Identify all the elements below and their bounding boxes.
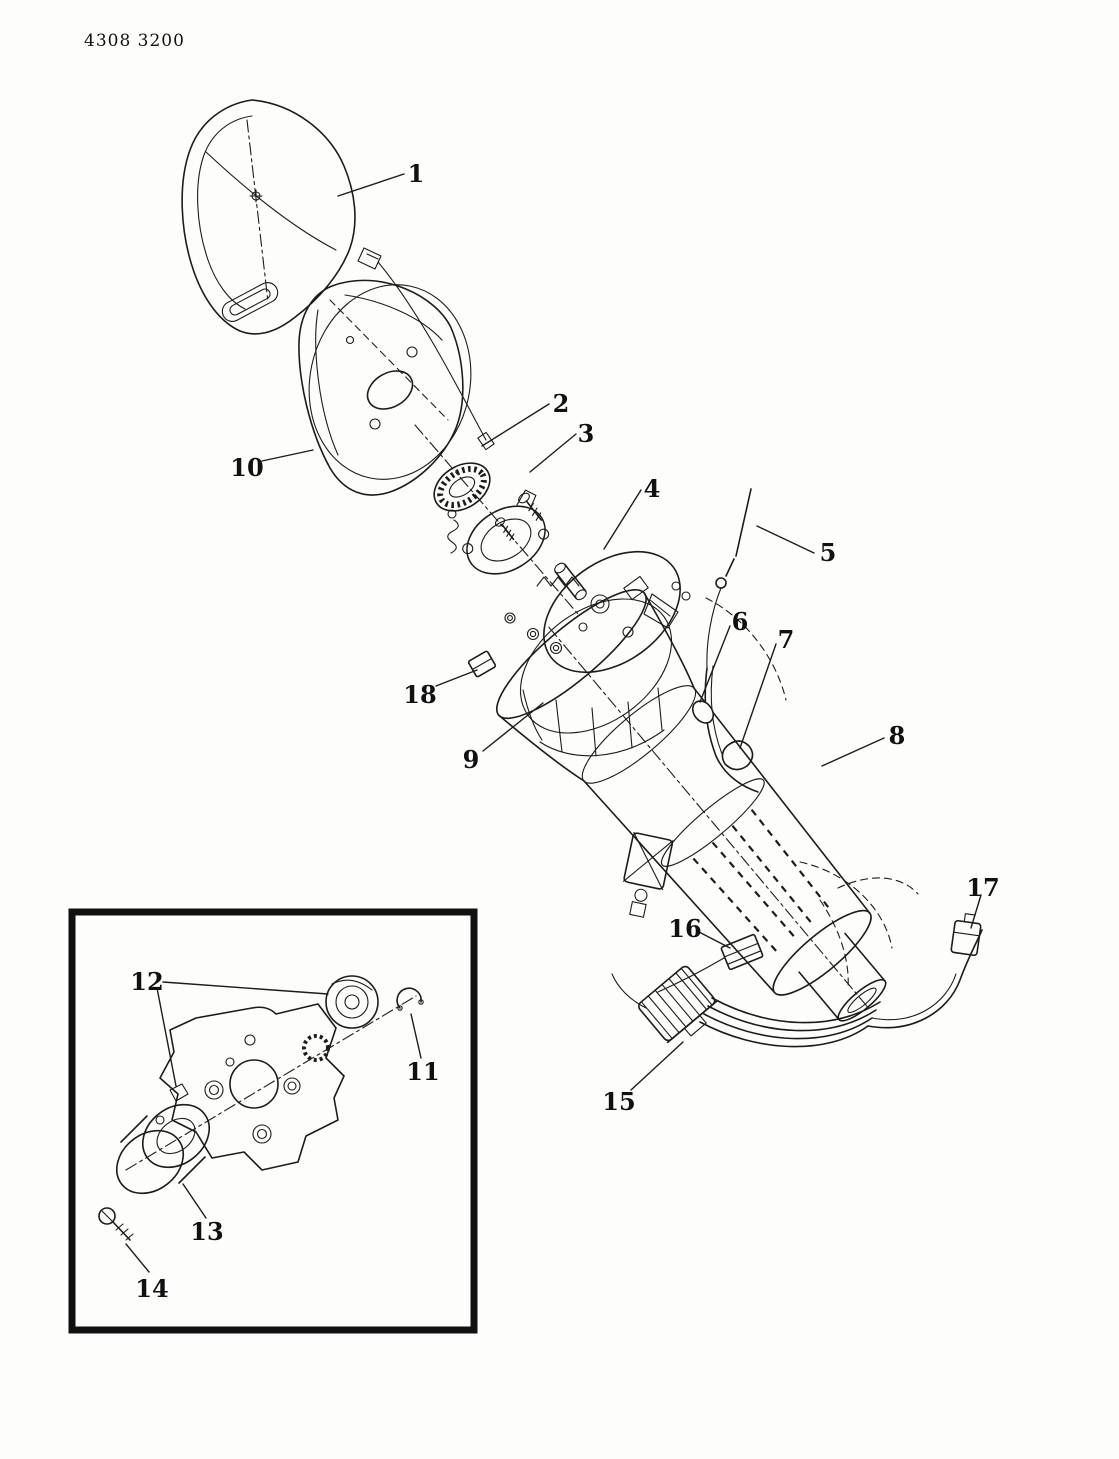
callout-11: 11	[406, 1057, 439, 1086]
part-mounting-plate	[462, 489, 550, 575]
part-snap-ring	[396, 987, 424, 1011]
callout-8: 8	[889, 721, 906, 750]
part-lever	[706, 488, 752, 669]
phantom-lines	[705, 597, 919, 991]
part-spring-washer	[325, 975, 379, 1029]
callout-5: 5	[820, 538, 837, 567]
callout-9: 9	[463, 745, 480, 774]
part-column-jacket	[495, 589, 887, 1022]
centerline	[414, 424, 579, 615]
part-bearing-sleeve	[116, 1103, 210, 1195]
callout-18: 18	[403, 680, 436, 709]
callout-14: 14	[135, 1274, 168, 1303]
callout-16: 16	[668, 914, 701, 943]
callout-6: 6	[732, 607, 749, 636]
callout-17: 17	[966, 873, 999, 902]
callout-13: 13	[190, 1217, 223, 1246]
part-lock-ring	[433, 462, 491, 512]
part-wire-plug	[477, 431, 495, 451]
part-wiring-harness	[611, 913, 983, 1048]
callout-12: 12	[130, 967, 163, 996]
part-screws	[447, 492, 543, 554]
part-cancel-wire	[377, 261, 487, 441]
callout-4: 4	[644, 474, 661, 503]
part-screw-14	[98, 1207, 134, 1241]
part-adapter-plate	[159, 1003, 345, 1171]
part-lower-cover	[298, 279, 472, 496]
inset-box	[68, 908, 478, 1334]
part-upper-cover	[181, 99, 356, 335]
part-switch-housing	[519, 598, 673, 757]
part-switch-cluster	[504, 550, 691, 674]
callout-10: 10	[230, 453, 263, 482]
part-clip-18	[467, 650, 497, 678]
drawing-number: 4308 3200	[84, 31, 185, 51]
callout-1: 1	[408, 159, 425, 188]
callout-2: 2	[553, 389, 570, 418]
callout-3: 3	[578, 419, 595, 448]
leader-lines	[125, 173, 982, 1273]
part-bracket	[622, 831, 674, 918]
callout-7: 7	[778, 625, 795, 654]
part-harness-grommet	[691, 665, 759, 793]
callout-15: 15	[602, 1087, 635, 1116]
part-retainer-clip	[357, 247, 382, 270]
